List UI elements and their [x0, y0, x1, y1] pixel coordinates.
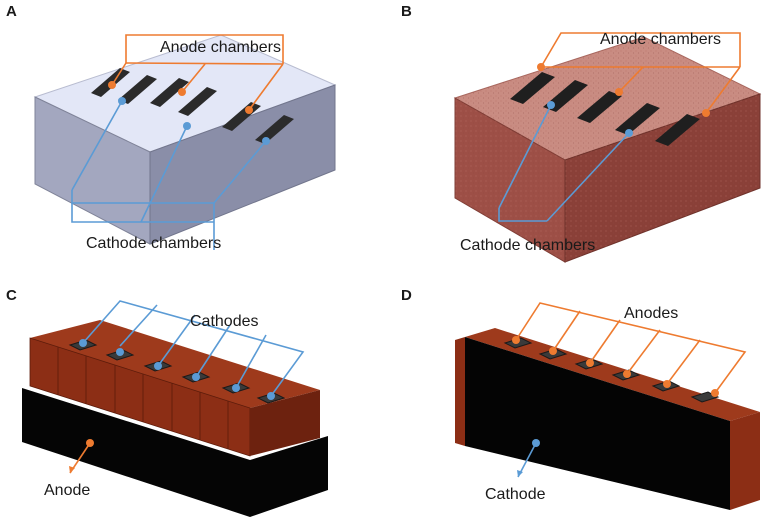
cathode-marker-dot — [183, 122, 191, 130]
anode-marker-dot — [711, 389, 719, 397]
cathode-chamber-slot — [118, 75, 157, 104]
cathode-marker-dot — [154, 362, 162, 370]
cathode-connector-lines — [498, 104, 630, 222]
texture-side — [565, 94, 760, 262]
cathode-connector-lines — [71, 100, 267, 250]
anode-marker-dot — [663, 380, 671, 388]
cathode-chamber-slot — [255, 115, 294, 144]
label-cathode-chambers: Cathode chambers — [460, 237, 595, 254]
anode-marker-dot — [586, 359, 594, 367]
cathode-connector-lines — [82, 300, 305, 397]
cathode-marker-dot — [118, 97, 126, 105]
cathode-marker-dot — [547, 101, 555, 109]
label-anode: Anode — [44, 482, 90, 499]
cathode-marker-dot — [232, 384, 240, 392]
label-anode-chambers: Anode chambers — [600, 31, 721, 48]
cathode-chamber-slot — [178, 87, 217, 116]
panel-letter-d: D — [401, 287, 412, 304]
block-side-face — [149, 84, 336, 245]
anode-marker-dot — [702, 109, 710, 117]
cathode-marker-dot — [192, 373, 200, 381]
panel-letter-c: C — [6, 287, 17, 304]
panel-b: B Anode chambers Ca — [401, 3, 762, 263]
anode-marker-dot — [86, 439, 94, 447]
anode-marker-dot — [623, 370, 631, 378]
anode-chamber-slot — [510, 72, 555, 104]
anode-marker-dot — [108, 81, 116, 89]
anode-brick-side — [730, 412, 760, 510]
panel-letter-b: B — [401, 3, 412, 20]
anode-marker-dot — [537, 63, 545, 71]
cathode-marker-dot — [116, 348, 124, 356]
anode-marker-dot — [615, 88, 623, 96]
anode-marker-dot — [549, 347, 557, 355]
label-cathode: Cathode — [485, 486, 546, 503]
label-anode-chambers: Anode chambers — [160, 39, 281, 56]
anode-marker-dot — [178, 88, 186, 96]
anode-brick-top — [465, 328, 760, 421]
cathode-marker-dot — [262, 137, 270, 145]
anode-connector-lines — [540, 32, 741, 114]
cathode-brick-top — [30, 320, 320, 408]
anode-marker-dot — [512, 336, 520, 344]
panel-d: D Anodes Cathode — [401, 287, 760, 510]
cathode-marker-dot — [532, 439, 540, 447]
anode-chamber-slot — [655, 114, 700, 146]
anode-chamber-slot — [577, 91, 622, 123]
label-cathodes: Cathodes — [190, 313, 259, 330]
panel-letter-a: A — [6, 3, 17, 20]
anode-chamber-slot — [150, 78, 189, 107]
cathode-chamber-slot — [615, 103, 660, 135]
anode-connector-lines — [515, 302, 747, 394]
label-anodes: Anodes — [624, 305, 678, 322]
anode-connector-lines — [111, 34, 284, 111]
cathode-arrowhead — [517, 470, 523, 477]
brick-left-edge — [455, 337, 465, 446]
panel-c: C — [6, 287, 328, 517]
panel-a: A Anode chambers — [6, 3, 337, 252]
cathode-brick-side — [250, 390, 320, 456]
cathode-sheet — [465, 337, 730, 510]
anode-base — [22, 388, 328, 517]
cathode-marker-dot — [625, 129, 633, 137]
brick-joints — [57, 347, 229, 449]
anode-arrowhead — [69, 466, 75, 473]
cathode-marker-dot — [267, 392, 275, 400]
anode-marker-dot — [245, 106, 253, 114]
label-cathode-chambers: Cathode chambers — [86, 235, 221, 252]
cathode-marker-dot — [79, 339, 87, 347]
